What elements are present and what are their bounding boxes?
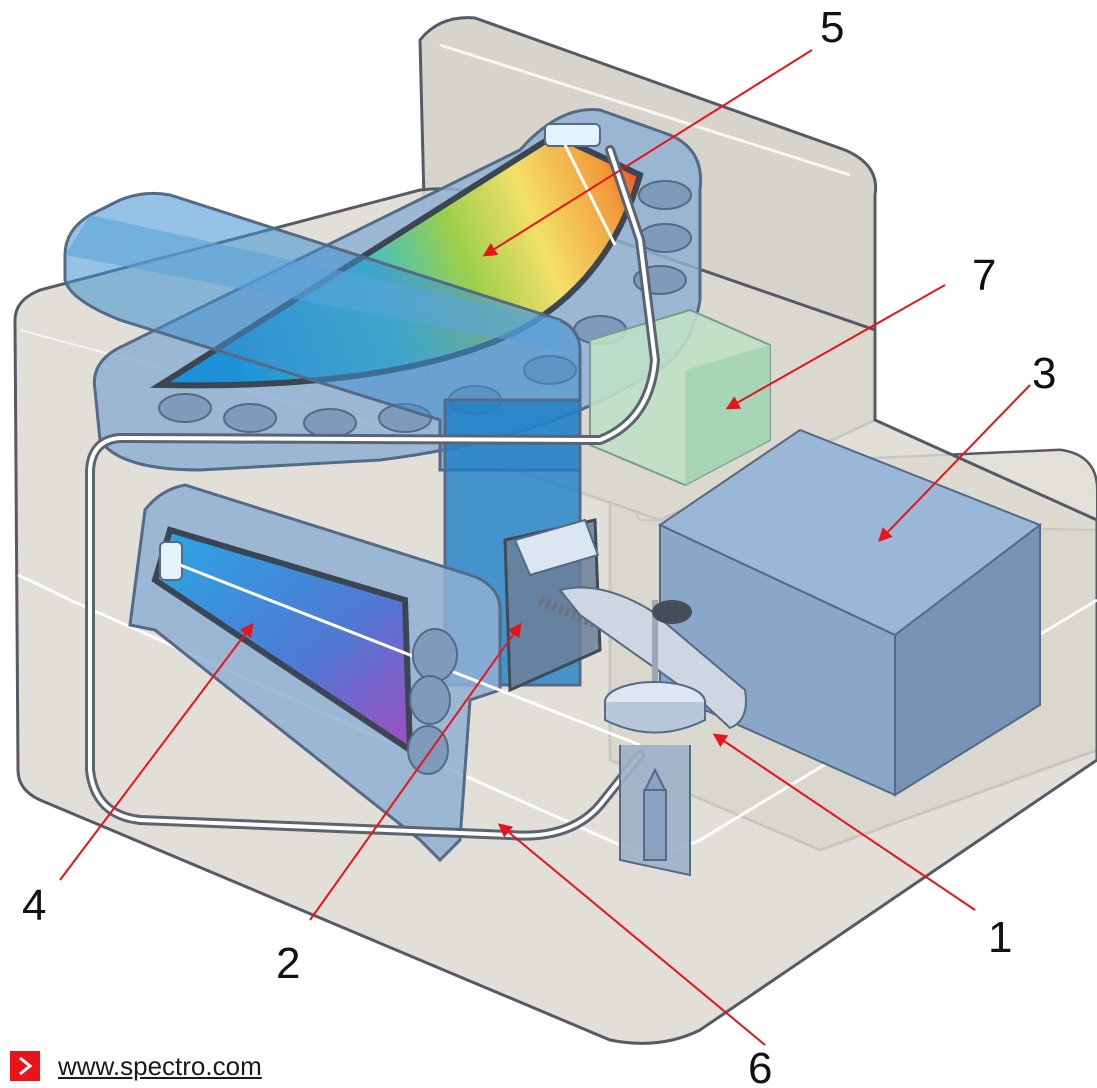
chevron-right-icon <box>10 1051 40 1081</box>
callout-3: 3 <box>1032 349 1056 398</box>
arrow-3 <box>878 384 1031 543</box>
arrow-2 <box>309 622 522 921</box>
arrow-7 <box>725 284 946 410</box>
callout-7: 7 <box>972 251 996 300</box>
electronics-box <box>657 428 1043 797</box>
callout-arrows <box>59 49 1031 1046</box>
arrow-5 <box>482 49 813 257</box>
callout-6: 6 <box>748 1044 772 1088</box>
callout-2: 2 <box>276 939 300 988</box>
callout-4: 4 <box>22 881 46 930</box>
optical-fiber <box>85 145 661 841</box>
spark-stand <box>503 518 747 877</box>
footer-link-row: www.spectro.com <box>10 1050 262 1082</box>
website-link[interactable]: www.spectro.com <box>58 1050 262 1081</box>
arrow-1 <box>712 733 976 911</box>
callout-5: 5 <box>820 3 844 52</box>
arrow-6 <box>497 823 766 1046</box>
detector-box <box>589 308 771 487</box>
arrow-4 <box>59 622 254 881</box>
callout-1: 1 <box>988 913 1012 962</box>
polychromator-lower <box>128 483 641 863</box>
